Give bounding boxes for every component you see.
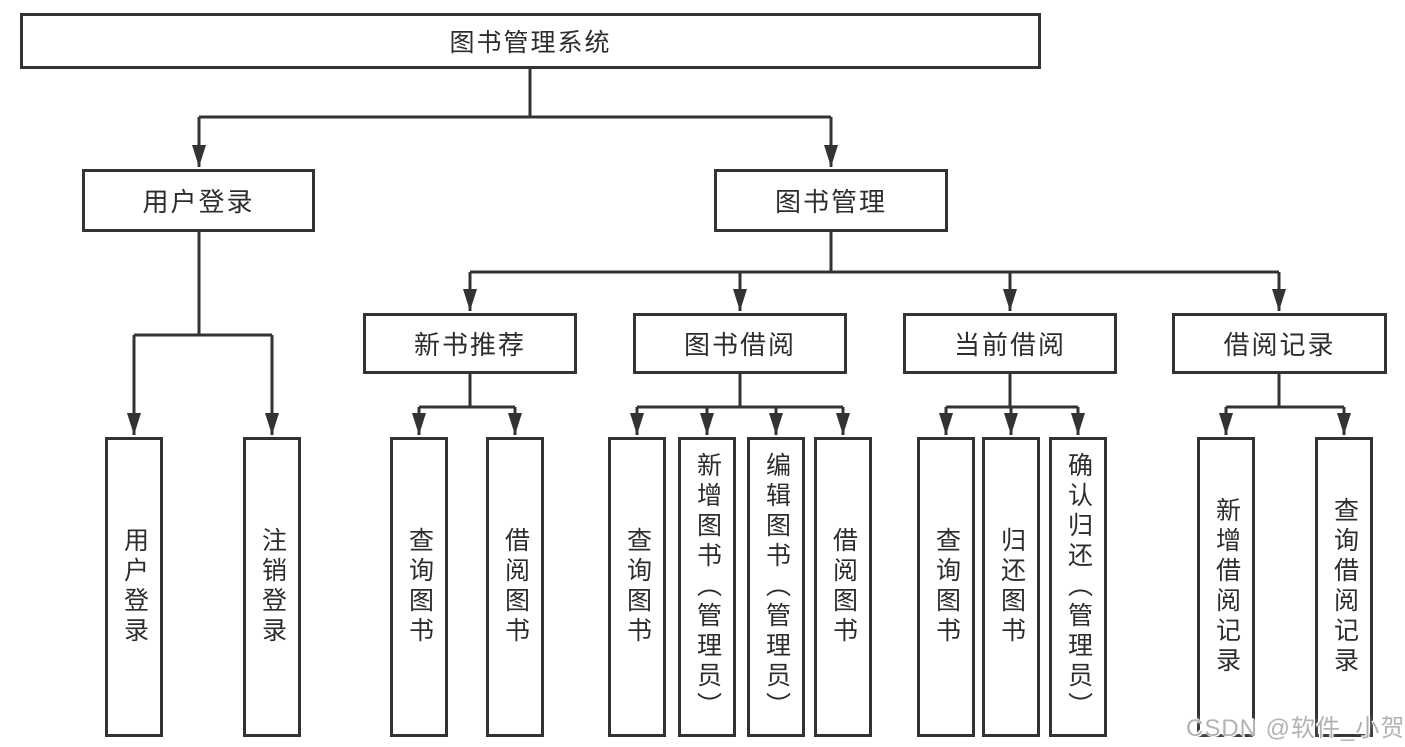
leaf-current-return-books: 归还图书 bbox=[982, 437, 1040, 737]
leaf-records-query-borrow-record: 查询借阅记录 bbox=[1315, 437, 1373, 737]
node-book-management-label: 图书管理 bbox=[774, 187, 887, 217]
node-current-borrowing-label: 当前借阅 bbox=[953, 330, 1066, 360]
node-library-system-label: 图书管理系统 bbox=[449, 29, 612, 57]
leaf-current-query-books: 查询图书 bbox=[917, 437, 975, 737]
leaf-borrowing-add-books-admin-label: 新增图书（管理员） bbox=[693, 452, 722, 722]
leaf-newbooks-borrow-books: 借阅图书 bbox=[486, 437, 544, 737]
leaf-records-query-borrow-record-label: 查询借阅记录 bbox=[1330, 497, 1359, 677]
node-new-book-recommendation: 新书推荐 bbox=[363, 313, 577, 374]
node-borrowing-records: 借阅记录 bbox=[1172, 313, 1387, 374]
node-borrowing-records-label: 借阅记录 bbox=[1223, 330, 1336, 360]
leaf-current-return-books-label: 归还图书 bbox=[997, 527, 1026, 647]
leaf-records-add-borrow-record: 新增借阅记录 bbox=[1197, 437, 1255, 737]
leaf-borrowing-edit-books-admin: 编辑图书（管理员） bbox=[747, 437, 805, 737]
leaf-current-confirm-return-admin: 确认归还（管理员） bbox=[1049, 437, 1107, 737]
csdn-watermark: CSDN @软件_小贺同学 bbox=[1186, 715, 1405, 742]
node-current-borrowing: 当前借阅 bbox=[903, 313, 1117, 374]
leaf-newbooks-borrow-books-label: 借阅图书 bbox=[501, 527, 530, 647]
leaf-borrowing-add-books-admin: 新增图书（管理员） bbox=[678, 437, 736, 737]
leaf-newbooks-query-books: 查询图书 bbox=[390, 437, 448, 737]
leaf-records-add-borrow-record-label: 新增借阅记录 bbox=[1212, 497, 1241, 677]
leaf-borrowing-borrow-books-label: 借阅图书 bbox=[829, 527, 858, 647]
node-book-borrowing-label: 图书借阅 bbox=[683, 330, 796, 360]
leaf-user-login: 用户登录 bbox=[105, 437, 163, 737]
leaf-newbooks-query-books-label: 查询图书 bbox=[405, 527, 434, 647]
leaf-logout-label: 注销登录 bbox=[258, 527, 287, 647]
node-new-book-recommendation-label: 新书推荐 bbox=[413, 330, 526, 360]
leaf-current-query-books-label: 查询图书 bbox=[932, 527, 961, 647]
node-book-borrowing: 图书借阅 bbox=[633, 313, 847, 374]
node-book-management: 图书管理 bbox=[714, 169, 948, 232]
leaf-logout: 注销登录 bbox=[243, 437, 301, 737]
leaf-borrowing-query-books: 查询图书 bbox=[608, 437, 666, 737]
leaf-borrowing-borrow-books: 借阅图书 bbox=[814, 437, 872, 737]
node-user-login-label: 用户登录 bbox=[142, 187, 255, 217]
node-user-login: 用户登录 bbox=[82, 169, 315, 232]
node-library-system: 图书管理系统 bbox=[20, 13, 1041, 69]
leaf-borrowing-query-books-label: 查询图书 bbox=[623, 527, 652, 647]
leaf-borrowing-edit-books-admin-label: 编辑图书（管理员） bbox=[762, 452, 791, 722]
leaf-current-confirm-return-admin-label: 确认归还（管理员） bbox=[1064, 452, 1093, 722]
leaf-user-login-label: 用户登录 bbox=[120, 527, 149, 647]
